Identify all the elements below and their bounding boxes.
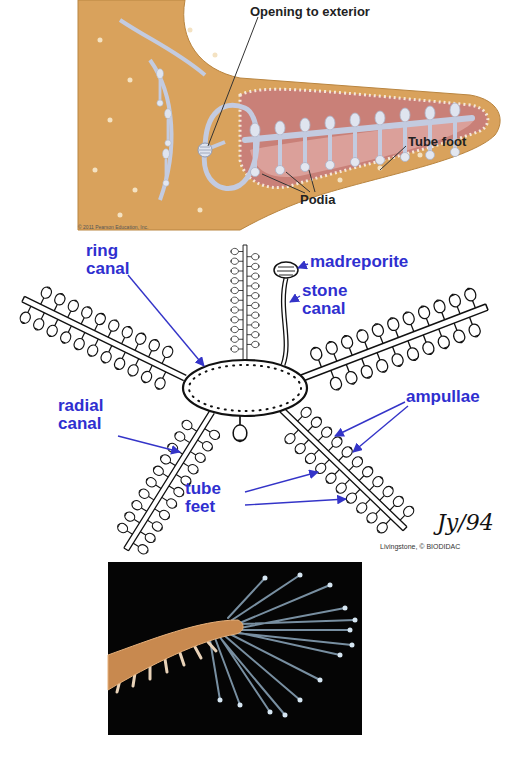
polian-vesicle — [233, 415, 247, 442]
sea-star-body — [78, 0, 500, 230]
leader-line — [380, 146, 406, 170]
leader-arrow — [128, 275, 204, 366]
leader-line — [208, 17, 258, 146]
stone-canal-lumen — [283, 278, 286, 365]
tube-feet-strands — [210, 575, 355, 715]
left-arm-canal — [120, 20, 205, 200]
part-label: radial canal — [58, 397, 126, 433]
radial-arm — [14, 279, 195, 397]
leader-arrow — [245, 499, 346, 505]
leader-arrow — [298, 264, 308, 268]
artist-signature: Jy/94 — [437, 510, 494, 535]
podium — [165, 109, 172, 146]
panel-background — [76, 0, 502, 232]
leader-arrow — [353, 406, 408, 452]
part-label: Tube foot — [408, 134, 466, 149]
madreporite-grooves — [199, 147, 211, 153]
podium — [425, 106, 435, 160]
podium — [163, 149, 170, 186]
podium — [325, 116, 335, 170]
podium — [350, 113, 360, 167]
part-label: madreporite — [310, 253, 408, 271]
tube-feet-tips — [220, 575, 355, 715]
cutaway-interior — [240, 89, 488, 187]
credit-note: Livingstone, © BIODIDAC — [380, 543, 460, 550]
leader-arrow — [118, 436, 180, 452]
part-label: ampullae — [406, 388, 480, 406]
copyright-note: © 2011 Pearson Education, Inc. — [78, 224, 148, 230]
ring-canal-shape — [183, 360, 307, 416]
leader-line — [262, 170, 315, 193]
part-label: stone canal — [302, 282, 357, 318]
photo-background — [108, 562, 362, 735]
sea-star-illustration — [76, 0, 502, 232]
sea-star-arm — [108, 620, 243, 690]
madreporite-shape — [274, 262, 298, 278]
madreporite-grooves — [277, 267, 295, 275]
leader-arrow — [335, 402, 405, 436]
radial-arm — [267, 395, 419, 544]
part-label: tube feet — [185, 480, 245, 516]
part-label: ring canal — [86, 242, 146, 278]
leader-arrow — [245, 472, 318, 492]
leader-arrow — [290, 296, 300, 302]
radial-arm — [231, 245, 260, 362]
madreporite-illustration — [198, 143, 212, 157]
stone-canal-shape — [283, 278, 286, 365]
podium — [157, 69, 164, 106]
podium — [375, 111, 385, 165]
ring-canal-illustration — [204, 105, 257, 188]
part-label: Opening to exterior — [250, 4, 370, 19]
podium — [275, 121, 285, 175]
podium — [300, 118, 310, 172]
spine-dots — [95, 30, 420, 215]
part-label: Podia — [300, 192, 335, 207]
tube-feet-photo — [108, 562, 362, 735]
water-vascular-diagram — [14, 245, 496, 560]
podium — [250, 123, 260, 177]
ring-canal-dots — [189, 365, 301, 411]
